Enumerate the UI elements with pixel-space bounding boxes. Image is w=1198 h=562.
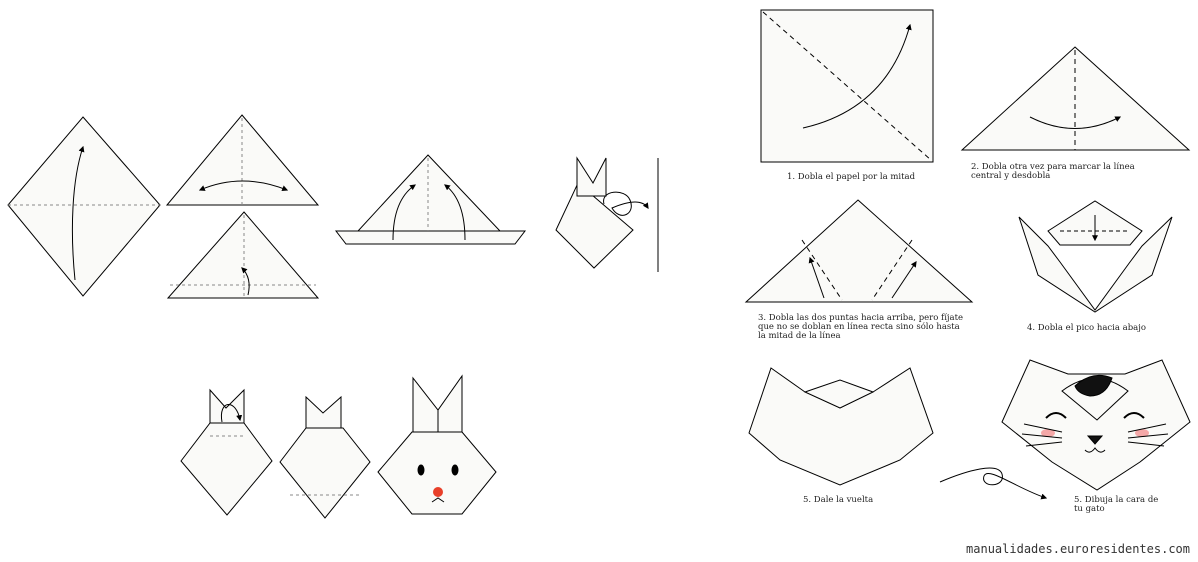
cat-step-5 [748,367,934,486]
rabbit-step-6 [279,395,371,519]
cat-step-2 [960,46,1191,151]
step4-caption: 4. Dobla el pico hacia abajo [1027,323,1146,333]
rabbit-left-eye [417,464,425,476]
rabbit-step-5 [180,388,273,516]
step3-caption: 3. Dobla las dos puntas hacia arriba, pe… [758,313,964,341]
cat-step-1 [760,9,934,163]
cat-nose [1086,435,1104,445]
step2-caption: 2. Dobla otra vez para marcar la línea c… [971,162,1135,181]
cat-head-patch [1074,374,1113,397]
flip-arrow [939,467,1048,500]
rabbit-finished [377,374,497,515]
rabbit-step-1 [7,116,161,297]
cat-finished [1001,359,1191,491]
cat-step-3 [744,199,974,303]
rabbit-step-4 [555,156,659,272]
rabbit-step-2a [165,114,320,206]
cat-right-eye [1123,412,1145,419]
step5-caption: 5. Dale la vuelta [803,495,874,505]
rabbit-nose [433,487,443,497]
cat-left-eye [1045,412,1067,419]
rabbit-right-eye [451,464,459,476]
rabbit-step-2b [166,211,320,299]
step1-caption: 1. Dobla el papel por la mitad [787,172,916,182]
rabbit-step-3 [334,154,527,245]
cat-step-4 [1018,200,1173,313]
site-credit: manualidades.euroresidentes.com [966,542,1190,556]
step6-caption: 5. Dibuja la cara de tu gato [1074,495,1159,514]
